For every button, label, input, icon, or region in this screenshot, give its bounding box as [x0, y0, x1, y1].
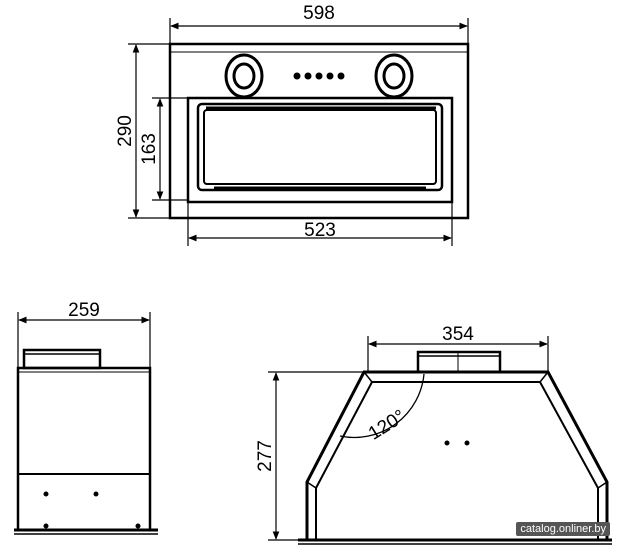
- profile-shell-inner: [315, 381, 599, 540]
- side-dimensions: [17, 312, 151, 368]
- side-height-label: 277: [255, 440, 276, 472]
- profile-view: [298, 350, 612, 545]
- front-dimensions: [128, 18, 469, 246]
- side-body: [16, 366, 152, 532]
- profile-shell-outer: [305, 370, 609, 540]
- depth-label: 259: [68, 300, 100, 321]
- right-knob-icon: [374, 53, 414, 99]
- side-top-vent: [22, 348, 102, 370]
- inner-width-label: 523: [304, 220, 336, 241]
- top-width-label: 354: [442, 324, 474, 345]
- inner-height-label: 163: [139, 133, 160, 165]
- front-view: [168, 42, 470, 220]
- total-height-label: 290: [115, 115, 136, 147]
- front-outer-panel: [168, 42, 470, 220]
- control-buttons-icon: [293, 72, 345, 80]
- front-inner-body: [186, 96, 454, 204]
- angle-label: 120°: [365, 406, 409, 445]
- total-width-label: 598: [303, 3, 335, 24]
- profile-top-vent: [416, 350, 502, 374]
- watermark: catalog.onliner.by: [516, 522, 610, 536]
- side-view: [14, 348, 158, 535]
- left-knob-icon: [224, 53, 264, 99]
- profile-dimensions: [268, 336, 549, 541]
- angle-arc: [339, 373, 425, 439]
